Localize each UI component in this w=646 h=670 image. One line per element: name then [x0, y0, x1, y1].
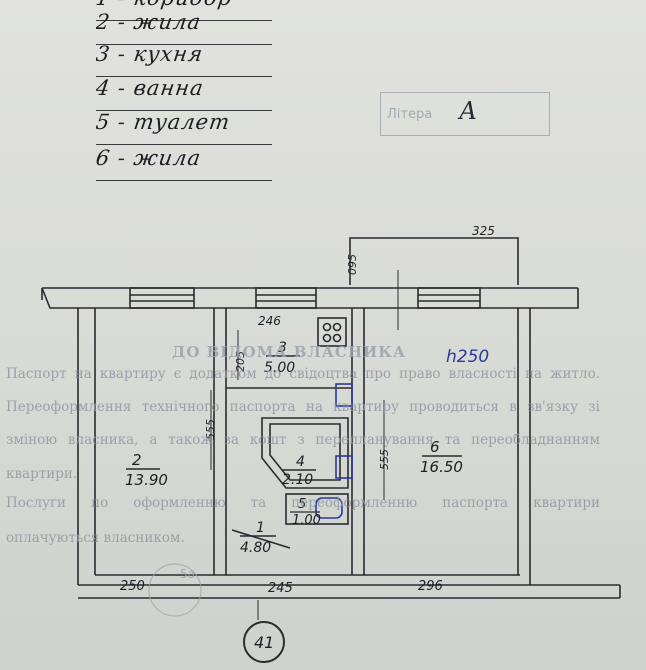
dim-top-side: 095: [346, 254, 359, 275]
overlay-line-6: оплачуються власником.: [6, 530, 185, 546]
overlay-line-3: зміною власника, а також за кошт з переп…: [6, 432, 600, 448]
legend-item-4: 4 - ванна: [96, 76, 272, 111]
room-2-area: 13.90: [125, 471, 168, 489]
room-5-number: 5: [298, 497, 306, 512]
room-5-area: 1.00: [292, 513, 321, 528]
overlay-line-2: Переоформлення технічного паспорта на кв…: [6, 399, 600, 415]
dim-top-ext: 325: [472, 224, 495, 238]
dim-room2-depth: 555: [204, 419, 217, 440]
dim-kitchen-depth: 205: [234, 351, 247, 372]
legend-item-2: 2 - жила: [96, 10, 272, 45]
overlay-line-4: квартири.: [6, 466, 78, 482]
litera-label: Літера: [387, 107, 433, 122]
legend-item-1: 1 - коридор: [96, 0, 272, 21]
overlay-line-1: Паспорт на квартиру є додатком до свідоц…: [6, 366, 600, 382]
circle-marker-label: 41: [254, 633, 274, 652]
dim-corridor-width: 245: [268, 581, 293, 596]
dim-room6-depth: 555: [378, 449, 391, 470]
room-1-number: 1: [256, 520, 265, 536]
room-4-area: 2.10: [282, 472, 313, 488]
dim-room2-width: 250: [120, 579, 145, 594]
litera-box: Літера А: [380, 92, 550, 136]
room-3-area: 5.00: [264, 360, 295, 376]
room-6-number: 6: [430, 438, 440, 456]
legend-item-6: 6 - жила: [96, 146, 272, 181]
dim-room6-width: 296: [418, 579, 443, 594]
overlay-line-5: Послуги по оформленню та переоформленню …: [6, 495, 600, 511]
overlay-title: ДО ВІДОМА ВЛАСНИКА: [172, 343, 407, 361]
ceiling-height: h250: [446, 347, 489, 367]
room-2-number: 2: [132, 451, 142, 469]
dim-kitchen-width: 246: [258, 314, 281, 328]
litera-value: А: [459, 97, 478, 125]
room-6-area: 16.50: [420, 458, 463, 476]
room-1-area: 4.80: [240, 540, 271, 556]
stamp-text: 5а: [180, 567, 195, 581]
room-3-number: 3: [278, 340, 287, 356]
legend-item-5: 5 - туалет: [96, 110, 272, 145]
legend-item-3: 3 - кухня: [96, 42, 272, 77]
room-4-number: 4: [296, 454, 305, 470]
